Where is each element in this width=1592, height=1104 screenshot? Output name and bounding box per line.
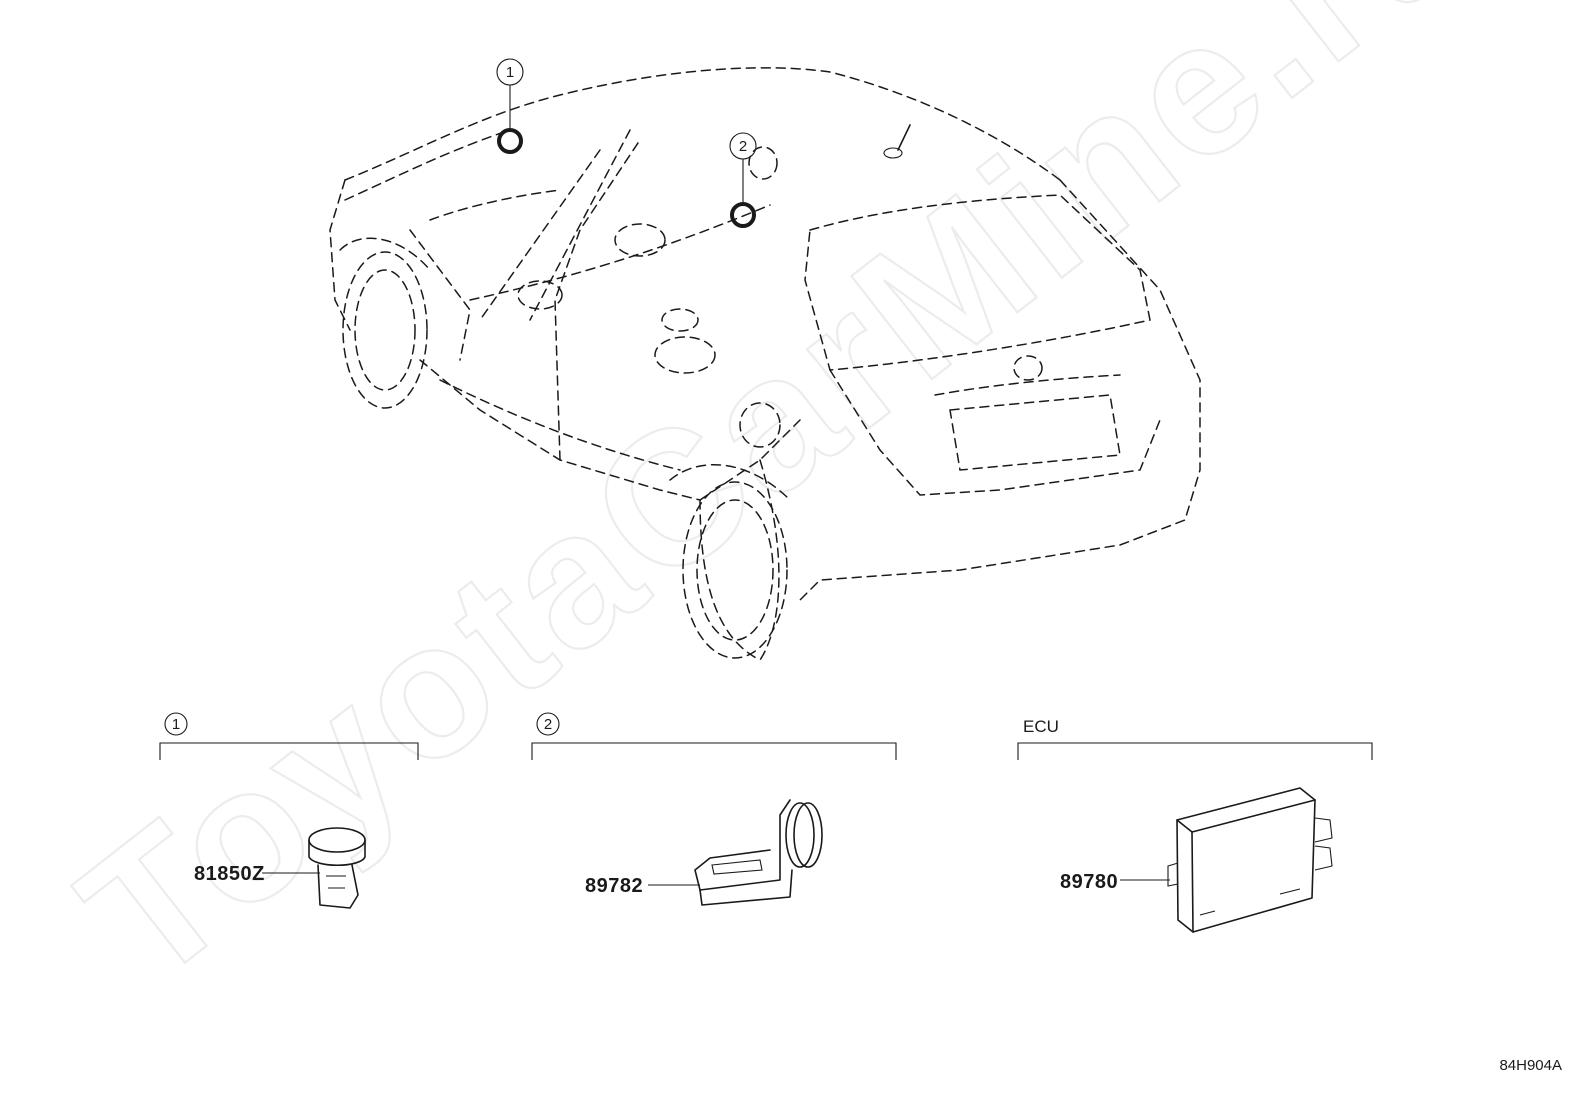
group-1-bracket: [159, 742, 419, 760]
group-2-label: 2: [544, 716, 552, 733]
car-illustration: [329, 67, 1201, 661]
group-1-label: 1: [172, 716, 180, 733]
car-callout-1-label: 1: [506, 64, 514, 81]
group-ecu: ECU 89780: [1017, 717, 1373, 933]
figure-code: 84H904A: [1499, 1057, 1562, 1074]
watermark-text: ToyotaCarMine.ru: [45, 0, 1513, 1022]
sensor-part-icon: [308, 827, 366, 909]
part-number-89782: 89782: [585, 875, 643, 897]
group-2: 2 89782: [531, 712, 897, 906]
car-callout-2: 2: [729, 132, 757, 228]
car-callout-2-label: 2: [739, 138, 747, 155]
part-number-89780: 89780: [1060, 871, 1118, 893]
group-ecu-label: ECU: [1023, 717, 1059, 736]
car-callout-1: 1: [496, 58, 524, 154]
bracket-sensor-part-icon: [694, 799, 823, 906]
part-number-81850Z: 81850Z: [194, 863, 265, 885]
group-2-bracket: [531, 742, 897, 760]
group-ecu-bracket: [1017, 742, 1373, 760]
group-1: 1 81850Z: [159, 712, 419, 909]
ecu-module-icon: [1167, 787, 1333, 933]
